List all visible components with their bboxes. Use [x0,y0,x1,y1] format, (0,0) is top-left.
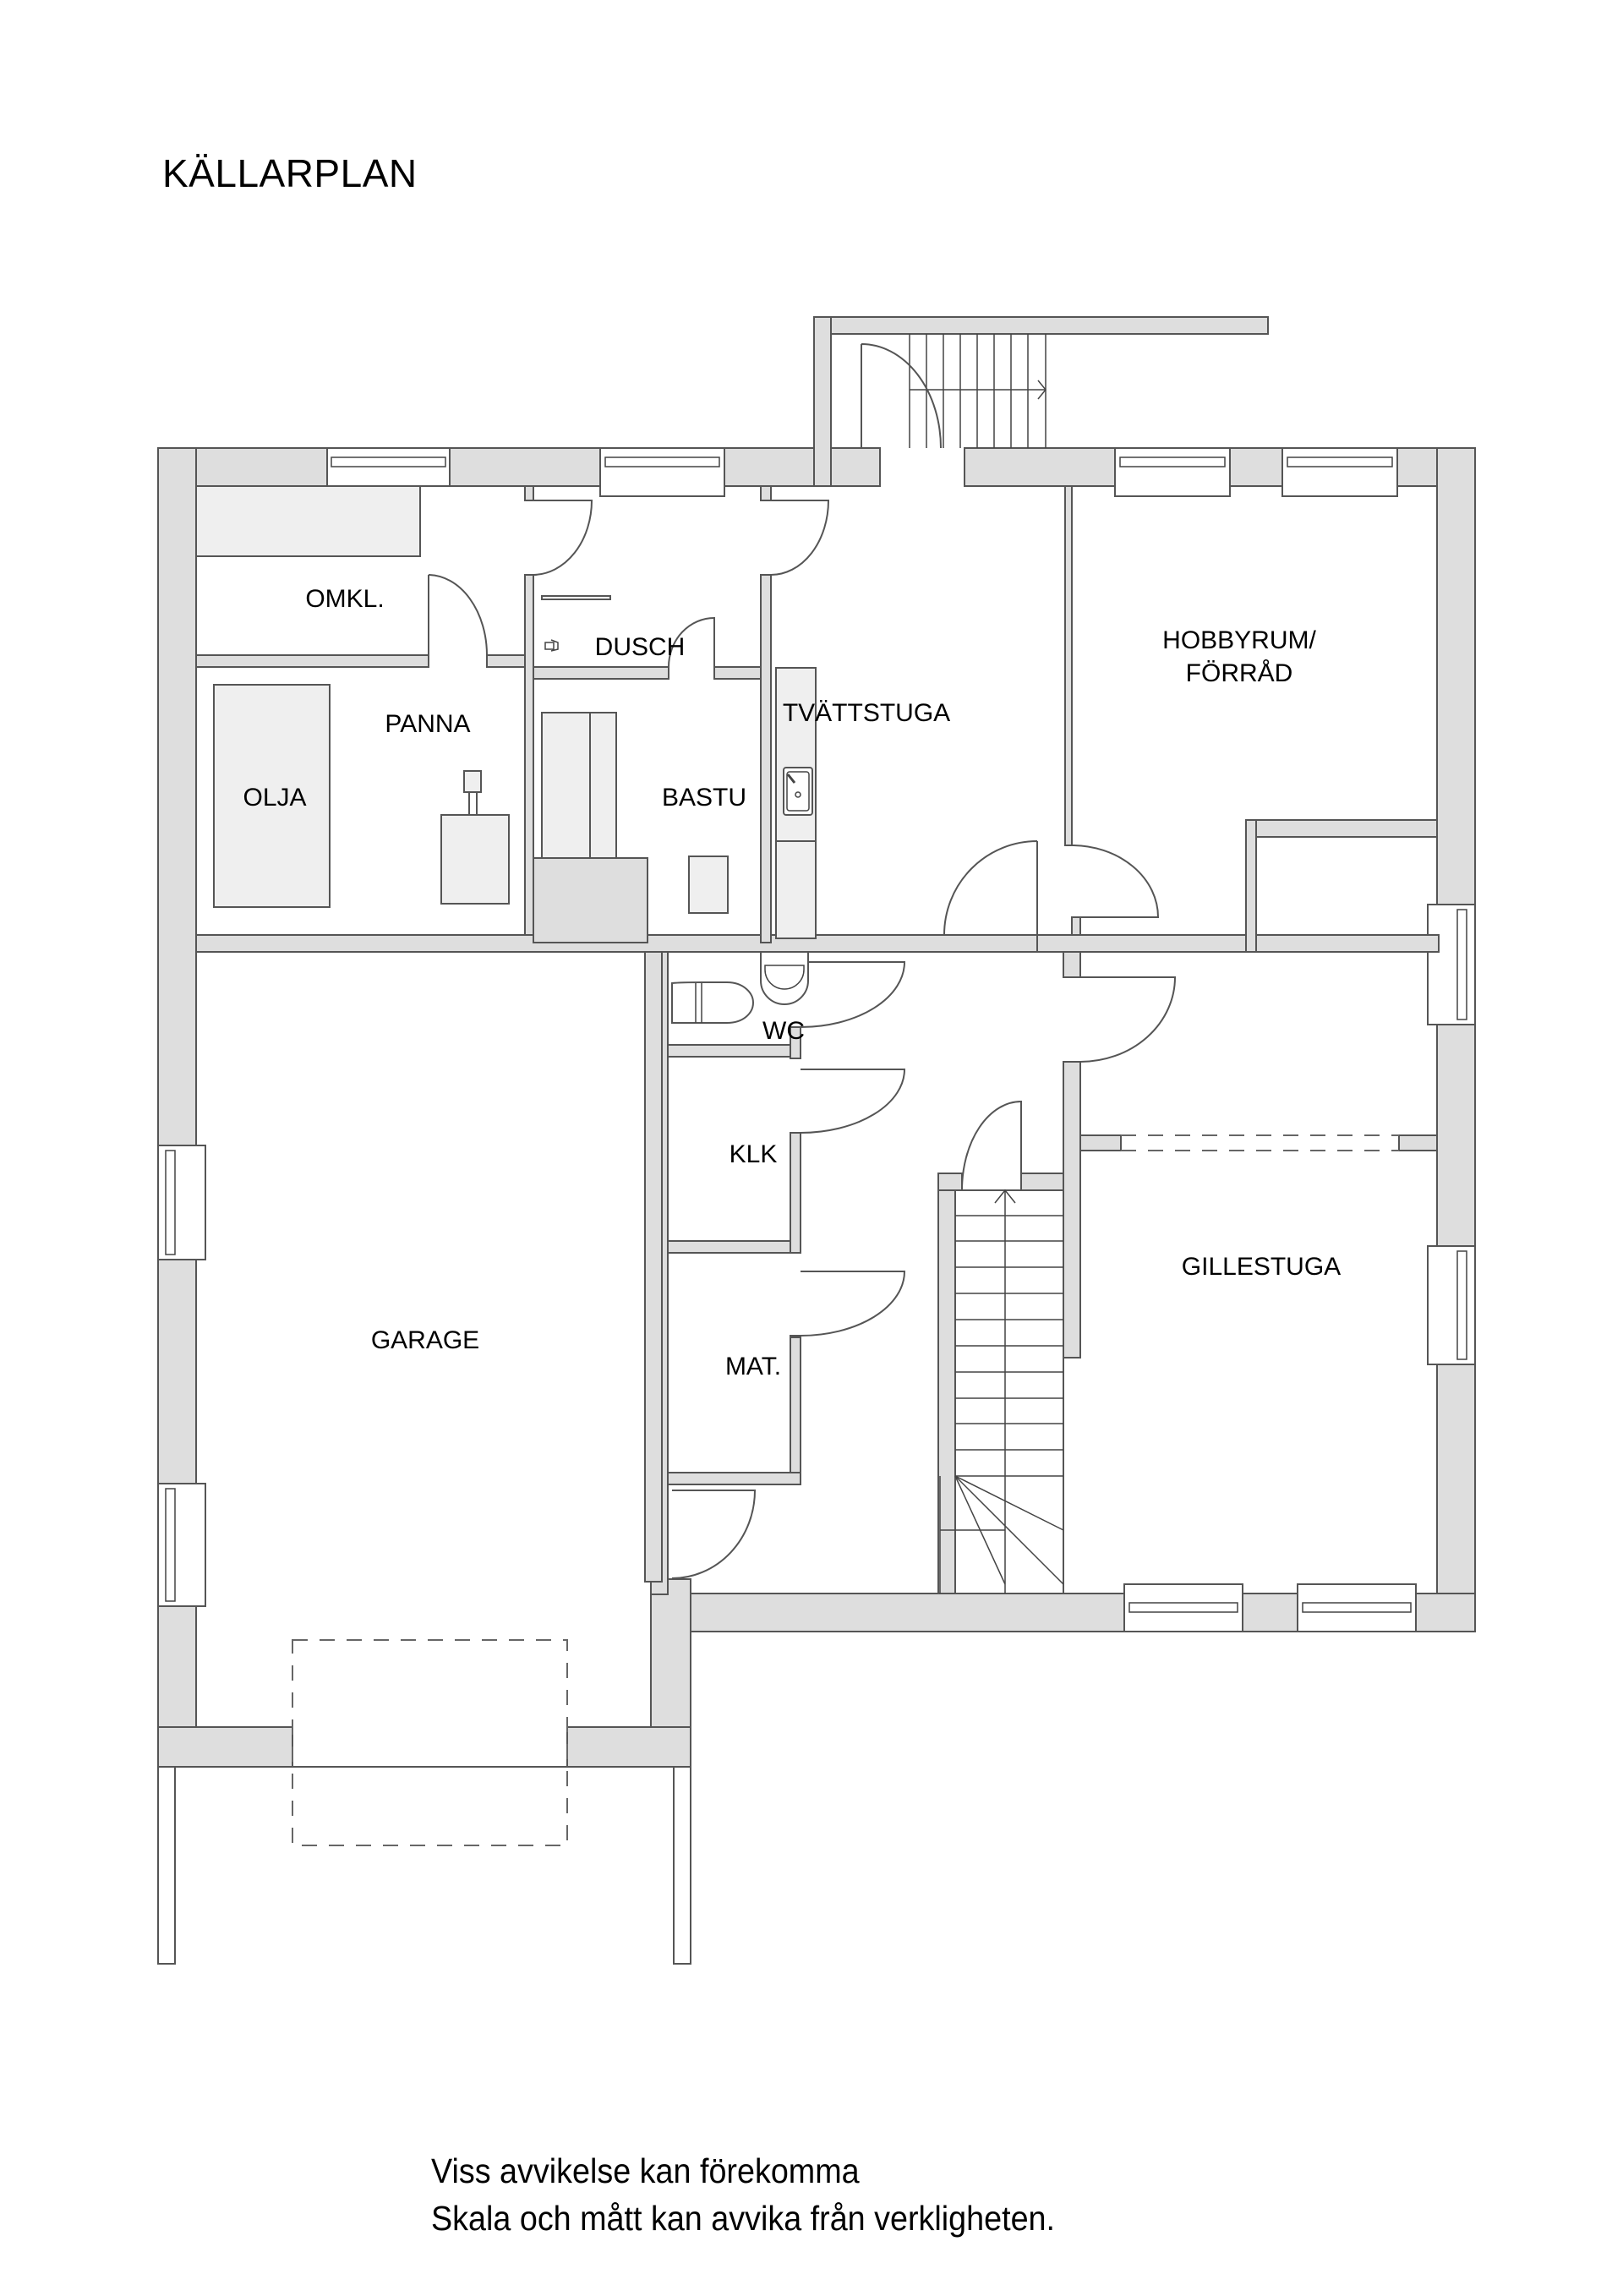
window-top-4 [1281,447,1398,497]
room-label-bastu: BASTU [662,784,746,812]
window-left-1 [157,1145,206,1260]
garage-door-outline [292,1639,568,1846]
carport-post-right [673,1766,691,1965]
shower-head-icon [544,639,559,652]
window-left-2 [157,1483,206,1607]
room-label-gillestuga: GILLESTUGA [1182,1253,1341,1281]
room-label-mat: MAT. [725,1353,781,1380]
window-bottom-2 [1297,1583,1417,1632]
room-label-garage: GARAGE [371,1326,479,1354]
room-label-klk: KLK [730,1140,778,1168]
room-label-dusch: DUSCH [595,633,686,661]
toilet-icon [671,981,755,1025]
window-top-2 [599,447,725,497]
open-passage [1121,1134,1399,1151]
boiler [440,814,510,905]
room-labels: OMKL. DUSCH PANNA OLJA BASTU TVÄTTSTUGA … [243,585,1341,1380]
sauna-bench-1 [541,712,591,859]
omkl-bench [195,485,421,557]
exterior-stairs [909,334,1046,448]
oil-tank [213,684,331,908]
window-right-1 [1427,904,1476,1025]
window-bottom-1 [1123,1583,1243,1632]
carport [157,1639,691,1965]
window-top-3 [1114,447,1231,497]
room-label-forrad: FÖRRÅD [1186,659,1293,687]
windows [157,447,1476,1632]
disclaimer-line-1: Viss avvikelse kan förekomma [431,2151,860,2190]
wc-sink-icon [760,951,809,1005]
interior-stairs [939,1189,1064,1594]
sauna-bench-2 [589,712,617,859]
room-label-tvattstuga: TVÄTTSTUGA [783,699,950,727]
carport-post-left [157,1766,176,1965]
disclaimer-line-2: Skala och mått kan avvika från verklighe… [431,2199,1056,2238]
doors [428,343,1177,1579]
window-top-1 [326,447,451,487]
plan-title: KÄLLARPLAN [162,151,418,195]
room-label-wc: WC [762,1017,805,1045]
room-label-hobbyrum: HOBBYRUM/ [1162,626,1316,654]
room-label-omkl: OMKL. [305,585,384,613]
boiler-top [463,770,482,793]
window-right-2 [1427,1245,1476,1365]
exterior-walls [157,316,1476,1768]
sauna-heater [688,856,729,914]
room-label-olja: OLJA [243,784,306,812]
shower-rail [541,595,611,600]
room-label-panna: PANNA [385,710,470,738]
fixtures [195,485,817,1025]
disclaimer: Viss avvikelse kan förekomma Skala och m… [431,2147,1109,2242]
